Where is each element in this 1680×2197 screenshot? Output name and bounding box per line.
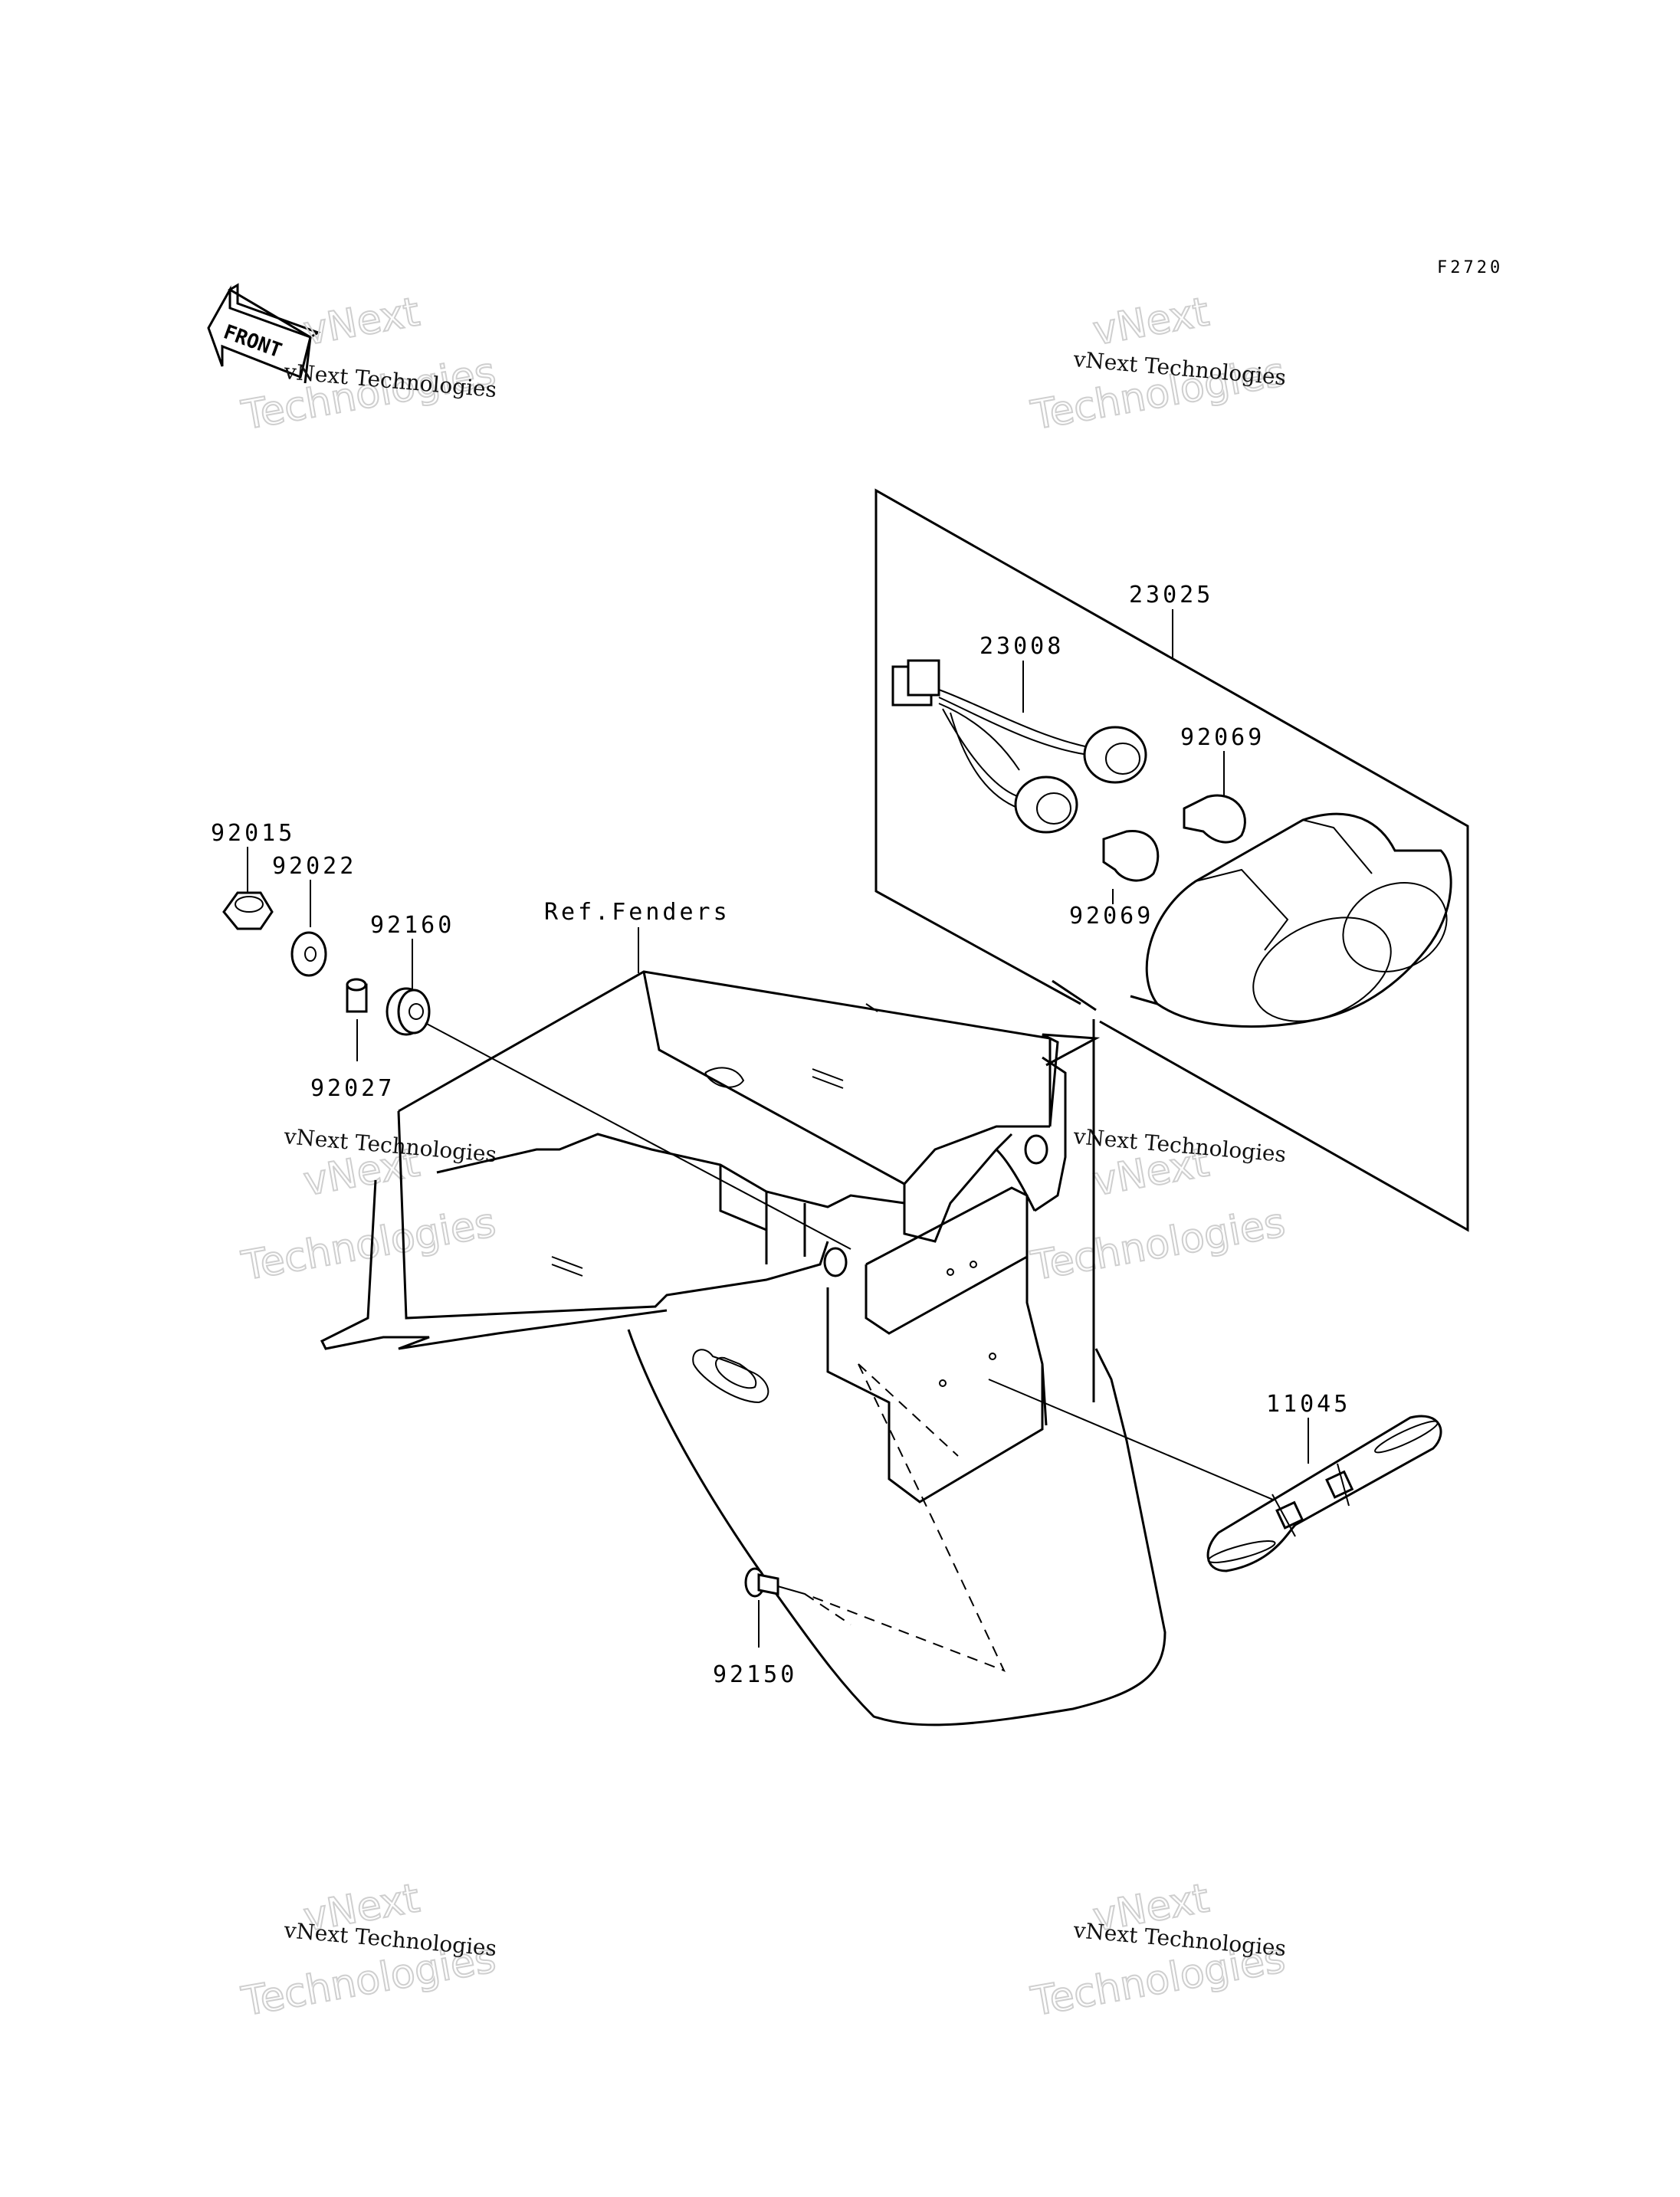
part-label-92027[interactable]: 92027 — [310, 1075, 395, 1102]
reference-label-fenders[interactable]: Ref.Fenders — [544, 899, 730, 926]
bulb-icon-top — [1183, 794, 1246, 844]
collar-icon — [346, 978, 368, 1013]
screw-icon — [744, 1567, 806, 1598]
washer-icon — [290, 931, 327, 977]
watermark-big-line1: vNext — [1090, 289, 1212, 354]
part-label-92160[interactable]: 92160 — [370, 912, 454, 939]
figure-code: F2720 — [1437, 258, 1503, 277]
part-label-23008[interactable]: 23008 — [979, 633, 1064, 660]
watermark-big-line2: Technologies — [238, 1200, 499, 1290]
part-label-92150[interactable]: 92150 — [713, 1661, 797, 1688]
rear-fender — [320, 970, 1166, 1726]
wiring-harness — [891, 659, 1147, 834]
watermark-big-line2: Technologies — [1028, 1200, 1288, 1290]
license-bracket — [1206, 1415, 1442, 1572]
grommet-icon — [386, 987, 431, 1036]
watermark-big-line1: vNext — [300, 289, 423, 354]
part-label-92069-top[interactable]: 92069 — [1180, 724, 1265, 751]
part-label-23025[interactable]: 23025 — [1129, 582, 1213, 608]
front-arrow-icon: FRONT — [207, 283, 321, 384]
part-label-92022[interactable]: 92022 — [272, 853, 356, 880]
watermark-bottom-left: vNext Technologies vNext Technologies — [238, 1874, 500, 2026]
watermark-mid-right: vNext Technologies vNext Technologies — [1027, 1123, 1289, 1290]
watermark-top-right: vNext Technologies vNext Technologies — [1027, 288, 1289, 440]
taillight-lens — [1130, 812, 1452, 1028]
nut-icon — [222, 891, 274, 930]
part-label-11045[interactable]: 11045 — [1266, 1391, 1350, 1418]
bulb-icon-bottom — [1102, 829, 1160, 882]
part-label-92069-bottom[interactable]: 92069 — [1069, 903, 1153, 930]
watermark-bottom-right: vNext Technologies vNext Technologies — [1027, 1874, 1289, 2026]
part-label-92015[interactable]: 92015 — [211, 820, 295, 847]
watermark-mid-left: vNext Technologies vNext Technologies — [238, 1123, 500, 1290]
